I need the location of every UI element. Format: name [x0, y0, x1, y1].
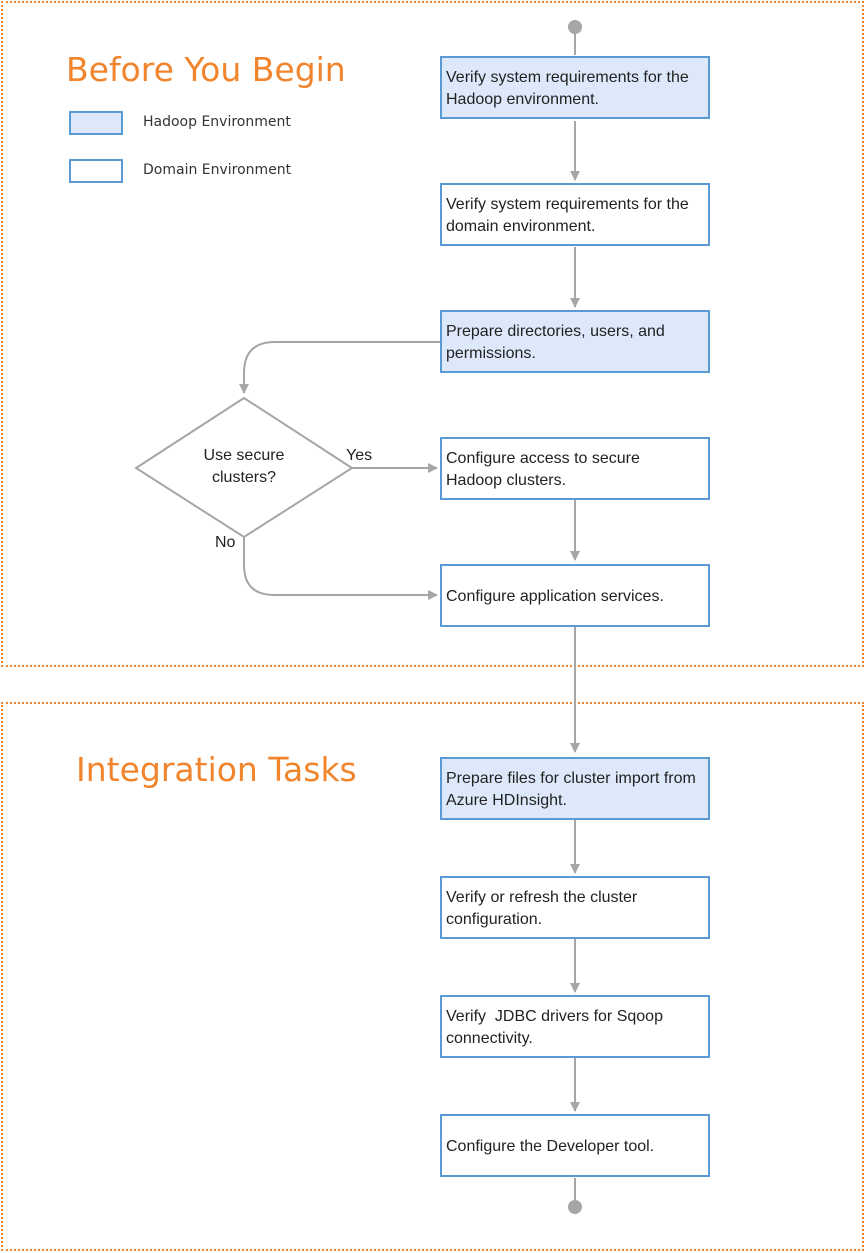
step-verify-domain-requirements: Verify system requirements for the domai… — [440, 183, 710, 246]
connector-s3-to-decision — [239, 341, 440, 394]
step-3-text: Prepare directories, users, and permissi… — [446, 322, 665, 362]
legend-domain-label: Domain Environment — [143, 162, 292, 178]
step-prepare-files-cluster-import: Prepare files for cluster import from Az… — [440, 757, 710, 820]
step-7-text: Verify or refresh the cluster configurat… — [446, 888, 638, 928]
legend-hadoop-swatch — [69, 111, 123, 135]
step-prepare-directories: Prepare directories, users, and permissi… — [440, 310, 710, 373]
decision-diamond — [134, 396, 354, 539]
legend-domain-swatch — [69, 159, 123, 183]
step-8-text: Verify JDBC drivers for Sqoop connectivi… — [446, 1007, 668, 1047]
step-2-text: Verify system requirements for the domai… — [446, 195, 689, 235]
step-configure-application-services: Configure application services. — [440, 564, 710, 627]
no-label: No — [215, 534, 236, 551]
step-6-text: Prepare files for cluster import from Az… — [446, 769, 696, 809]
step-verify-cluster-configuration: Verify or refresh the cluster configurat… — [440, 876, 710, 939]
step-4-text: Configure access to secure Hadoop cluste… — [446, 449, 640, 489]
step-verify-jdbc-drivers: Verify JDBC drivers for Sqoop connectivi… — [440, 995, 710, 1058]
step-configure-secure-access: Configure access to secure Hadoop cluste… — [440, 437, 710, 500]
step-configure-developer-tool: Configure the Developer tool. — [440, 1114, 710, 1177]
step-5-text: Configure application services. — [446, 587, 664, 605]
step-1-text: Verify system requirements for the Hadoo… — [446, 68, 689, 108]
integration-tasks-section — [1, 702, 864, 1251]
step-verify-hadoop-requirements: Verify system requirements for the Hadoo… — [440, 56, 710, 119]
before-you-begin-section — [1, 1, 864, 667]
before-you-begin-title: Before You Begin — [66, 50, 346, 89]
start-node — [568, 20, 582, 34]
decision-question: Use secure clusters? — [203, 447, 285, 486]
yes-label: Yes — [346, 447, 373, 464]
end-node — [568, 1200, 582, 1214]
connector-decision-no — [243, 537, 438, 600]
step-9-text: Configure the Developer tool. — [446, 1137, 655, 1155]
legend-hadoop-label: Hadoop Environment — [143, 114, 291, 130]
integration-tasks-title: Integration Tasks — [76, 750, 357, 789]
